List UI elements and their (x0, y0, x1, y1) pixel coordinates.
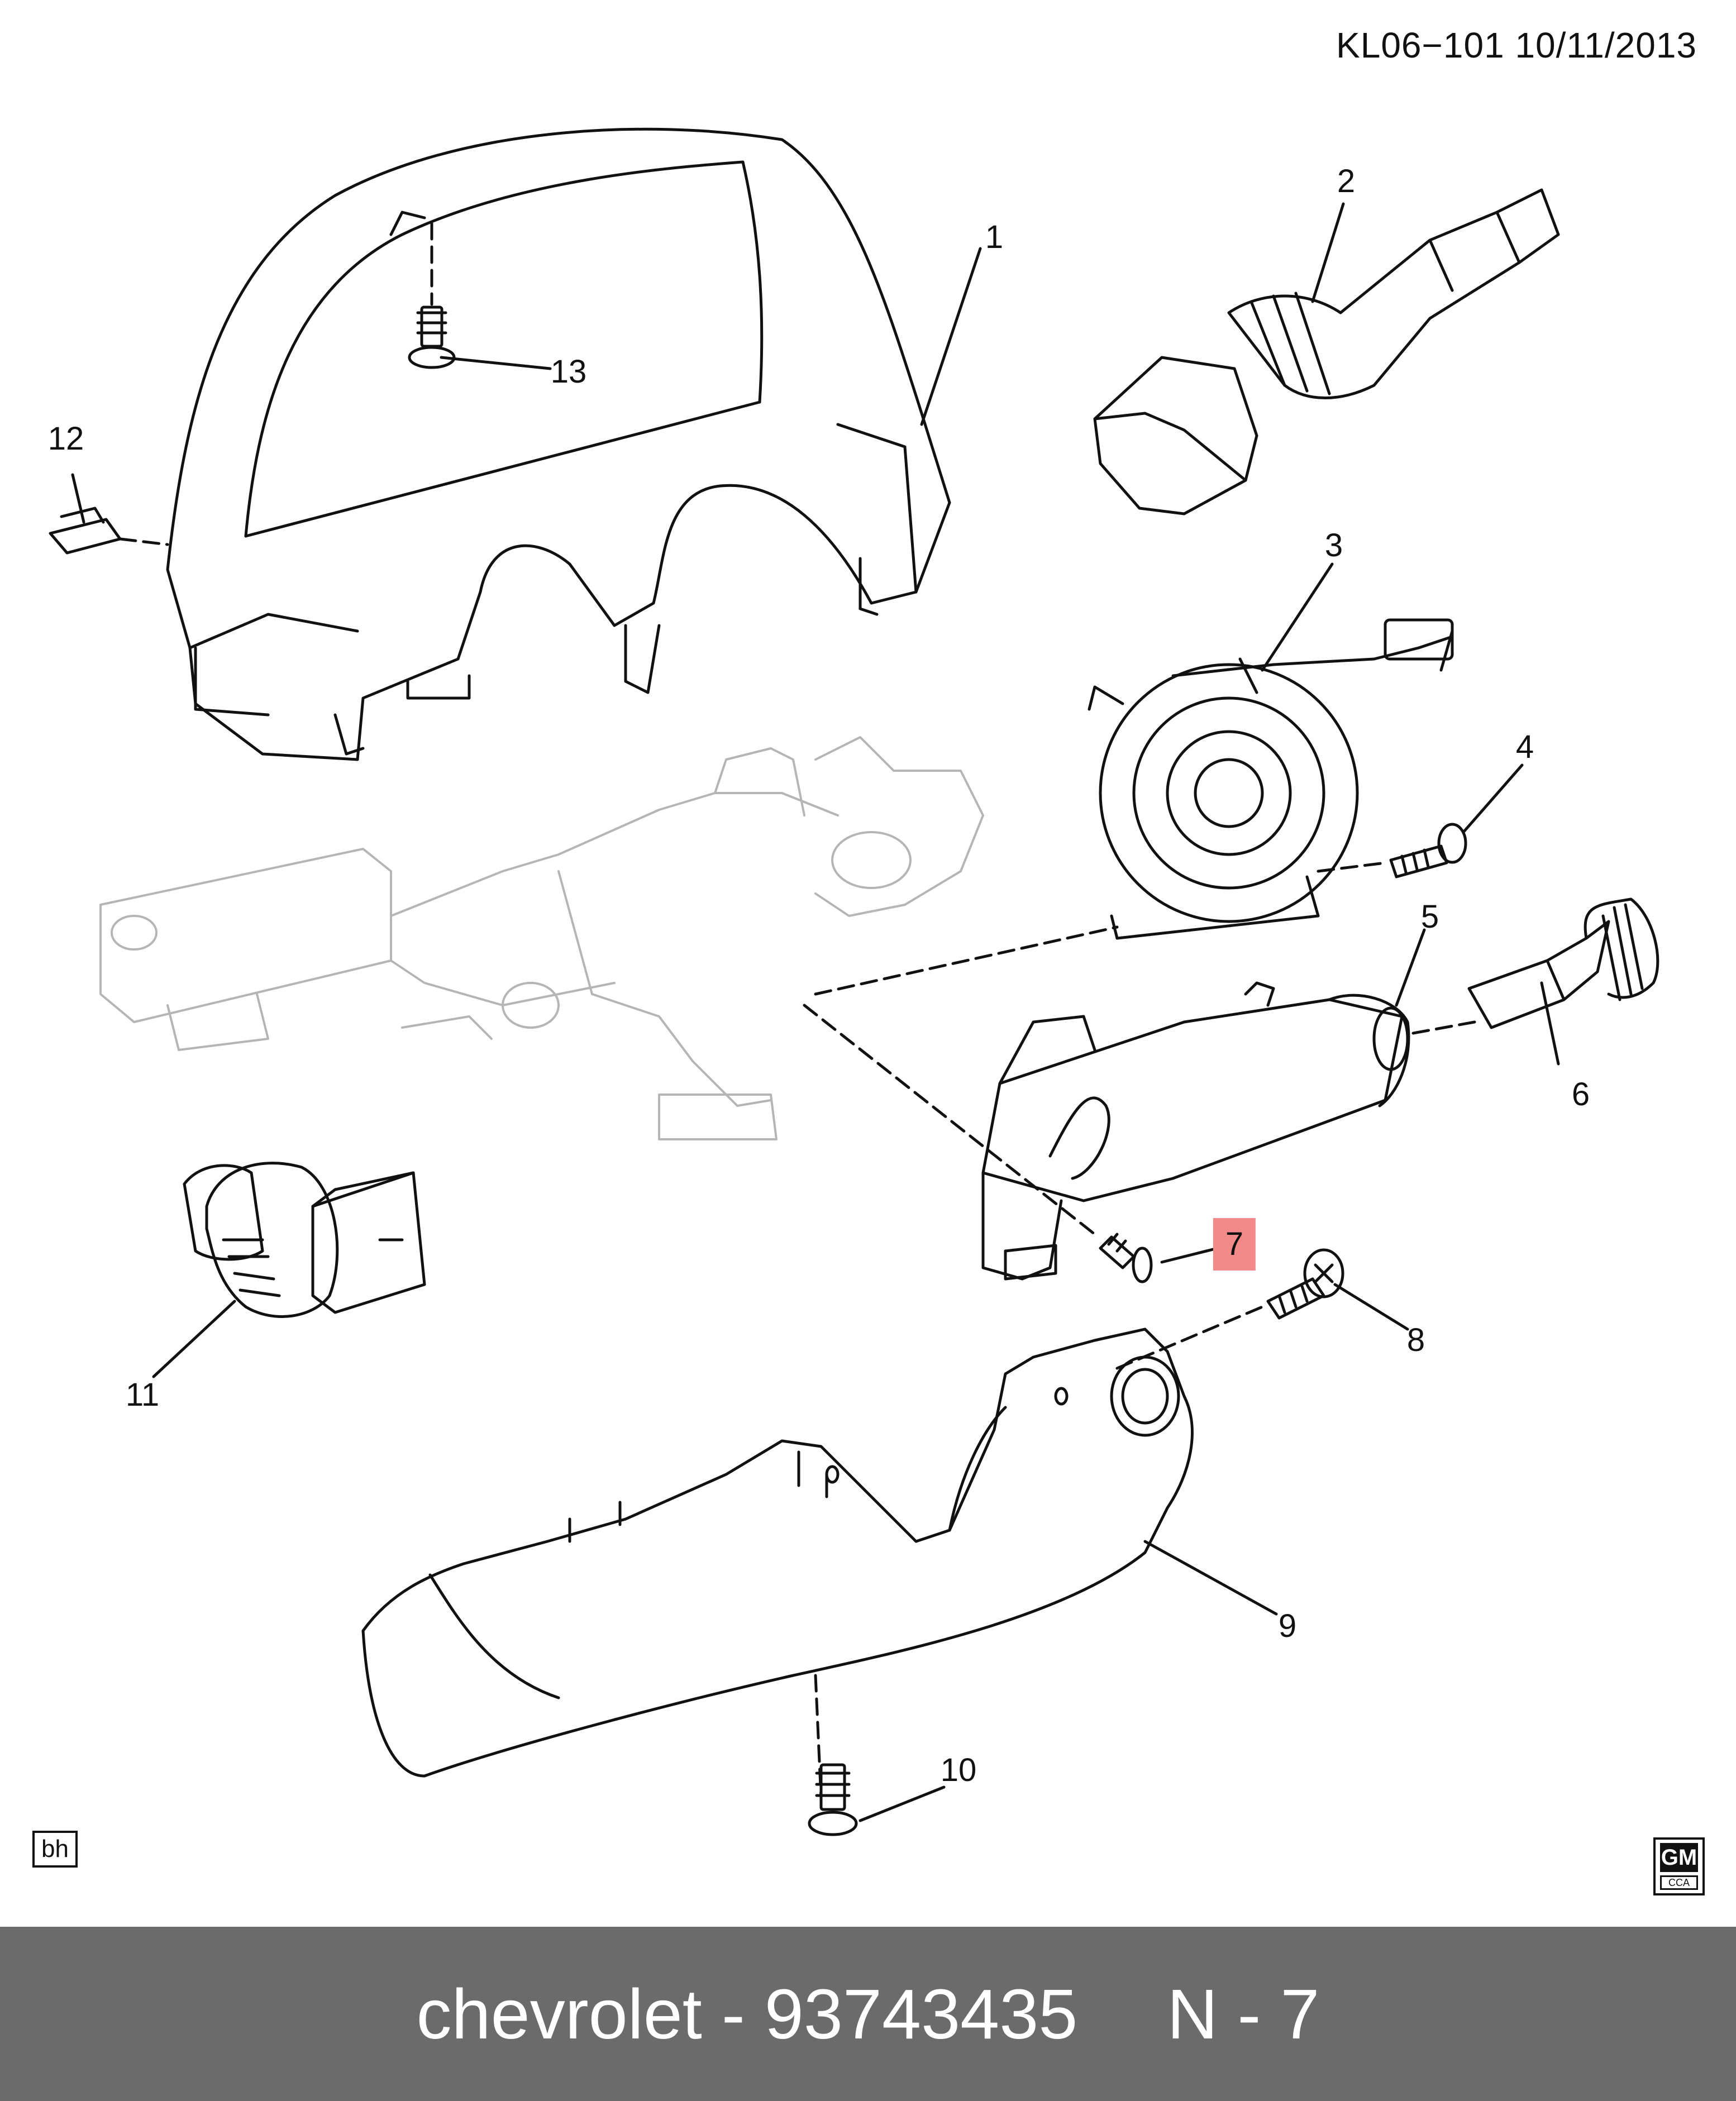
corner-tag: bh (32, 1831, 78, 1868)
clip-12-shape (49, 507, 169, 555)
callout-12: 12 (47, 421, 84, 457)
callout-7-highlighted[interactable]: 7 (1213, 1218, 1256, 1271)
callout-2: 2 (1337, 163, 1356, 199)
column-cover-9-shape (361, 1328, 1194, 1800)
leader-lines (71, 202, 1560, 1822)
screw-4-shape (1317, 823, 1467, 878)
screw-13-shape (408, 222, 456, 369)
callout-9: 9 (1278, 1608, 1297, 1644)
gm-logo-subtext: CCA (1660, 1875, 1698, 1890)
part-number-banner: chevrolet - 93743435 N - 7 (0, 1927, 1736, 2101)
callout-5: 5 (1420, 899, 1439, 935)
steering-column-ghost-shape (99, 736, 984, 1140)
gm-logo-mark: GM (1660, 1843, 1698, 1872)
callout-6: 6 (1571, 1076, 1590, 1112)
callout-3: 3 (1324, 527, 1343, 564)
screw-7-shape (803, 1004, 1153, 1283)
callout-13: 13 (550, 354, 587, 390)
clockspring-3-shape (814, 618, 1454, 996)
switch-6-shape (1467, 897, 1659, 1029)
cluster-trim-bezel-shape (166, 127, 951, 761)
exploded-parts-diagram (49, 127, 1659, 1836)
diagram-reference: N - 7 (1167, 1974, 1320, 2054)
callout-10: 10 (940, 1752, 977, 1788)
drawing-id-date: KL06−101 10/11/2013 (1336, 25, 1697, 65)
headlamp-switch-11-shape (183, 1162, 426, 1318)
gm-logo: GM CCA (1653, 1837, 1705, 1895)
callout-11: 11 (125, 1377, 160, 1413)
callout-1: 1 (985, 219, 1004, 255)
callout-4: 4 (1515, 729, 1534, 765)
ignition-housing-5-shape (981, 981, 1476, 1281)
callout-8: 8 (1406, 1322, 1425, 1358)
bolt-10-shape (808, 1763, 858, 1836)
brand-part-number: chevrolet - 93743435 (416, 1974, 1078, 2054)
multifunction-switch-2-shape (1093, 188, 1560, 515)
